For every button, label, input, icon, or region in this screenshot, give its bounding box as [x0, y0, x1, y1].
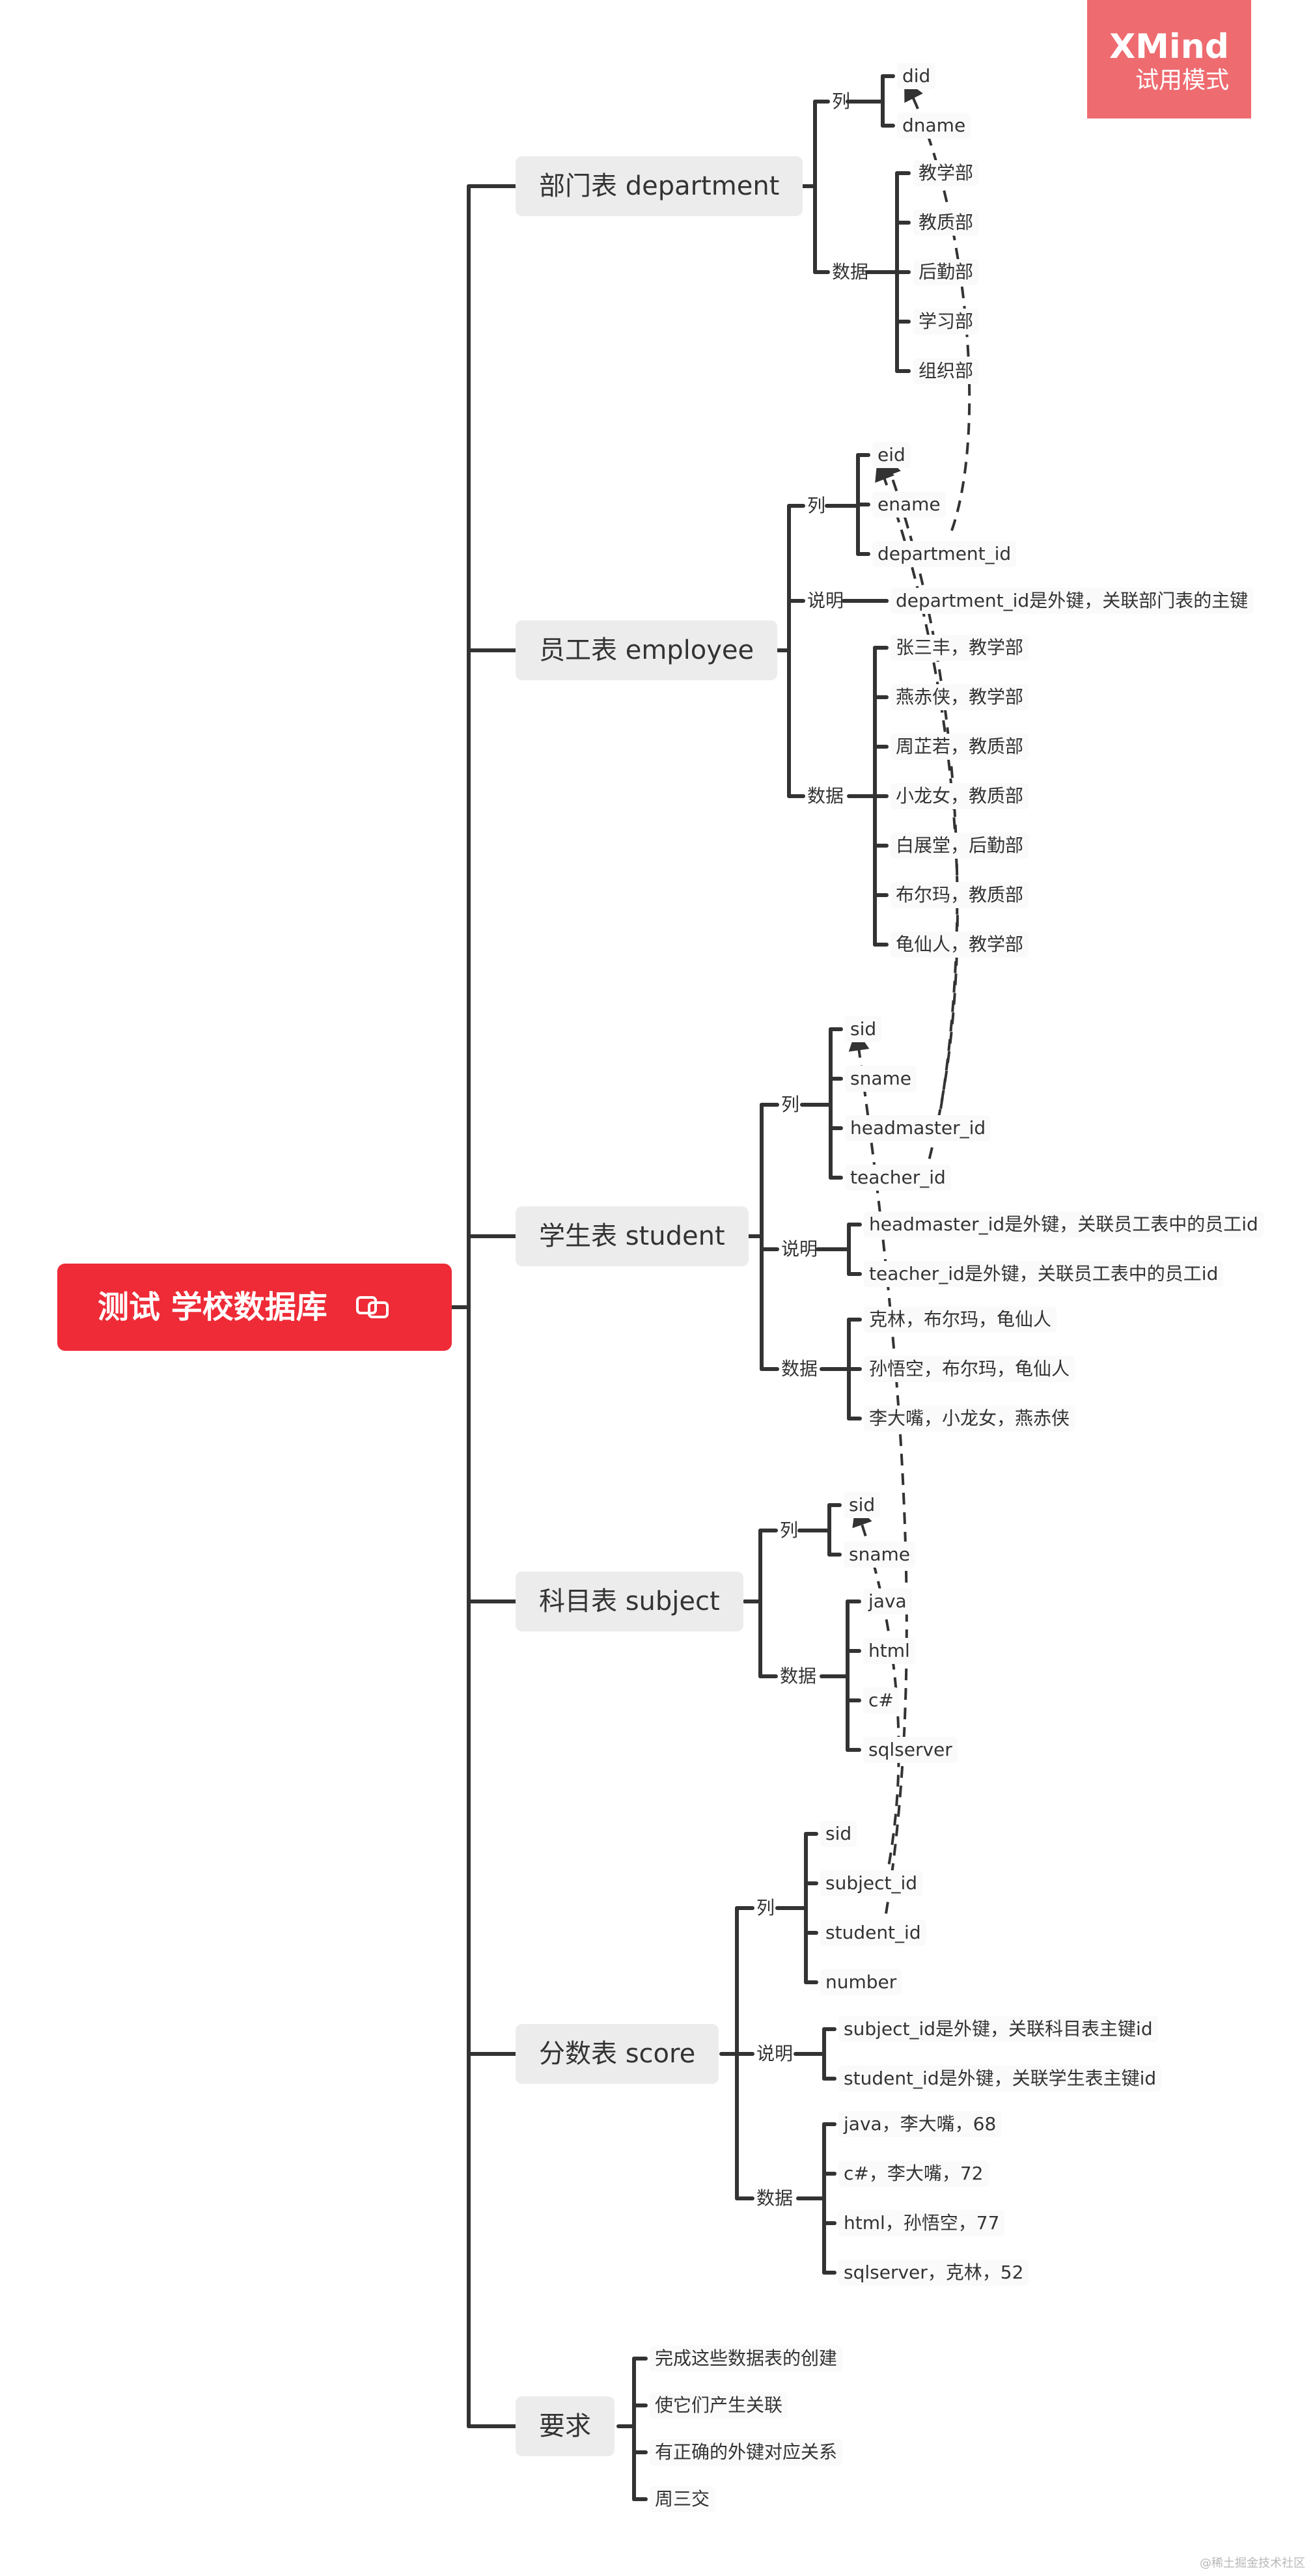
employee-row-3[interactable]: 周芷若，教质部 — [891, 734, 1029, 760]
employee-row-1[interactable]: 张三丰，教学部 — [891, 635, 1029, 661]
student-column-sname[interactable]: sname — [845, 1066, 917, 1092]
score-columns-label[interactable]: 列 — [756, 1897, 775, 1918]
student-column-sid[interactable]: sid — [845, 1016, 882, 1042]
xmind-trial-badge: XMind 试用模式 — [1087, 0, 1251, 118]
subject-row-1[interactable]: java — [863, 1588, 912, 1614]
department-columns-label[interactable]: 列 — [832, 90, 851, 112]
topic-department[interactable]: 部门表 department — [516, 156, 803, 216]
score-row-3[interactable]: html，孙悟空，77 — [838, 2210, 1005, 2236]
employee-row-7[interactable]: 龟仙人，教学部 — [891, 932, 1029, 958]
employee-row-4[interactable]: 小龙女，教质部 — [891, 783, 1029, 809]
student-row-1[interactable]: 克林，布尔玛，龟仙人 — [864, 1307, 1057, 1333]
score-row-4[interactable]: sqlserver，克林，52 — [838, 2260, 1029, 2286]
topic-score[interactable]: 分数表 score — [516, 2024, 719, 2084]
department-row-3[interactable]: 后勤部 — [913, 259, 979, 285]
score-column-sid[interactable]: sid — [820, 1821, 857, 1847]
employee-columns-label[interactable]: 列 — [807, 495, 826, 516]
employee-note-label[interactable]: 说明 — [807, 590, 844, 611]
department-column-did[interactable]: did — [897, 63, 936, 89]
fk-department-id-to-did — [904, 79, 971, 531]
student-column-headmaster-id[interactable]: headmaster_id — [845, 1115, 991, 1141]
requirement-1[interactable]: 完成这些数据表的创建 — [650, 2346, 843, 2372]
student-columns-label[interactable]: 列 — [781, 1094, 800, 1115]
employee-row-5[interactable]: 白展堂，后勤部 — [891, 833, 1029, 859]
department-row-4[interactable]: 学习部 — [913, 309, 979, 335]
employee-row-2[interactable]: 燕赤侠，教学部 — [891, 684, 1029, 710]
score-row-2[interactable]: c#，李大嘴，72 — [838, 2161, 989, 2187]
score-note-label[interactable]: 说明 — [756, 2043, 794, 2064]
score-data-label[interactable]: 数据 — [756, 2187, 794, 2209]
subject-row-2[interactable]: html — [863, 1638, 915, 1664]
requirement-4[interactable]: 周三交 — [650, 2486, 715, 2512]
link-icon[interactable] — [355, 1266, 391, 1353]
employee-column-eid[interactable]: eid — [872, 442, 911, 468]
department-row-2[interactable]: 教质部 — [913, 210, 979, 236]
footer-credit: @稀土掘金技术社区 — [1200, 2556, 1305, 2570]
topic-employee[interactable]: 员工表 employee — [516, 620, 778, 680]
root-topic-label: 测试 学校数据库 — [98, 1289, 327, 1325]
student-note-headmaster[interactable]: headmaster_id是外键，关联员工表中的员工id — [864, 1212, 1264, 1238]
employee-note-text[interactable]: department_id是外键，关联部门表的主键 — [891, 588, 1254, 614]
student-note-label[interactable]: 说明 — [781, 1238, 818, 1260]
employee-column-department-id[interactable]: department_id — [872, 541, 1017, 567]
root-topic[interactable]: 测试 学校数据库 — [57, 1264, 452, 1351]
subject-columns-label[interactable]: 列 — [780, 1519, 799, 1541]
employee-row-6[interactable]: 布尔玛，教质部 — [891, 882, 1029, 908]
topic-subject[interactable]: 科目表 subject — [516, 1572, 743, 1631]
score-note-student[interactable]: student_id是外键，关联学生表主键id — [838, 2066, 1162, 2092]
employee-column-ename[interactable]: ename — [872, 492, 946, 518]
student-data-label[interactable]: 数据 — [781, 1358, 818, 1379]
student-row-2[interactable]: 孙悟空，布尔玛，龟仙人 — [864, 1356, 1075, 1382]
score-row-1[interactable]: java，李大嘴，68 — [838, 2111, 1002, 2137]
department-data-label[interactable]: 数据 — [832, 261, 869, 283]
trial-mode-text: 试用模式 — [1135, 67, 1229, 94]
score-note-subject[interactable]: subject_id是外键，关联科目表主键id — [838, 2016, 1158, 2042]
subject-data-label[interactable]: 数据 — [780, 1665, 817, 1687]
subject-row-4[interactable]: sqlserver — [863, 1737, 958, 1763]
employee-data-label[interactable]: 数据 — [807, 785, 844, 807]
fk-headmaster-id-to-eid — [881, 455, 959, 1129]
department-row-1[interactable]: 教学部 — [913, 160, 979, 186]
student-note-teacher[interactable]: teacher_id是外键，关联员工表中的员工id — [864, 1261, 1224, 1287]
topic-student[interactable]: 学生表 student — [516, 1206, 749, 1266]
requirement-2[interactable]: 使它们产生关联 — [650, 2392, 788, 2418]
score-column-subject-id[interactable]: subject_id — [820, 1870, 923, 1896]
student-column-teacher-id[interactable]: teacher_id — [845, 1165, 951, 1191]
subject-row-3[interactable]: c# — [863, 1687, 899, 1713]
subject-column-sid[interactable]: sid — [844, 1492, 881, 1518]
department-row-5[interactable]: 组织部 — [913, 358, 979, 384]
student-row-3[interactable]: 李大嘴，小龙女，燕赤侠 — [864, 1406, 1075, 1432]
score-column-number[interactable]: number — [820, 1969, 902, 1995]
subject-column-sname[interactable]: sname — [844, 1542, 915, 1568]
requirement-3[interactable]: 有正确的外键对应关系 — [650, 2439, 843, 2465]
topic-requirements[interactable]: 要求 — [516, 2396, 615, 2456]
score-column-student-id[interactable]: student_id — [820, 1920, 926, 1946]
department-column-dname[interactable]: dname — [897, 113, 971, 139]
fk-student-id-to-sid — [848, 1029, 908, 1933]
xmind-logo-text: XMind — [1109, 27, 1229, 66]
